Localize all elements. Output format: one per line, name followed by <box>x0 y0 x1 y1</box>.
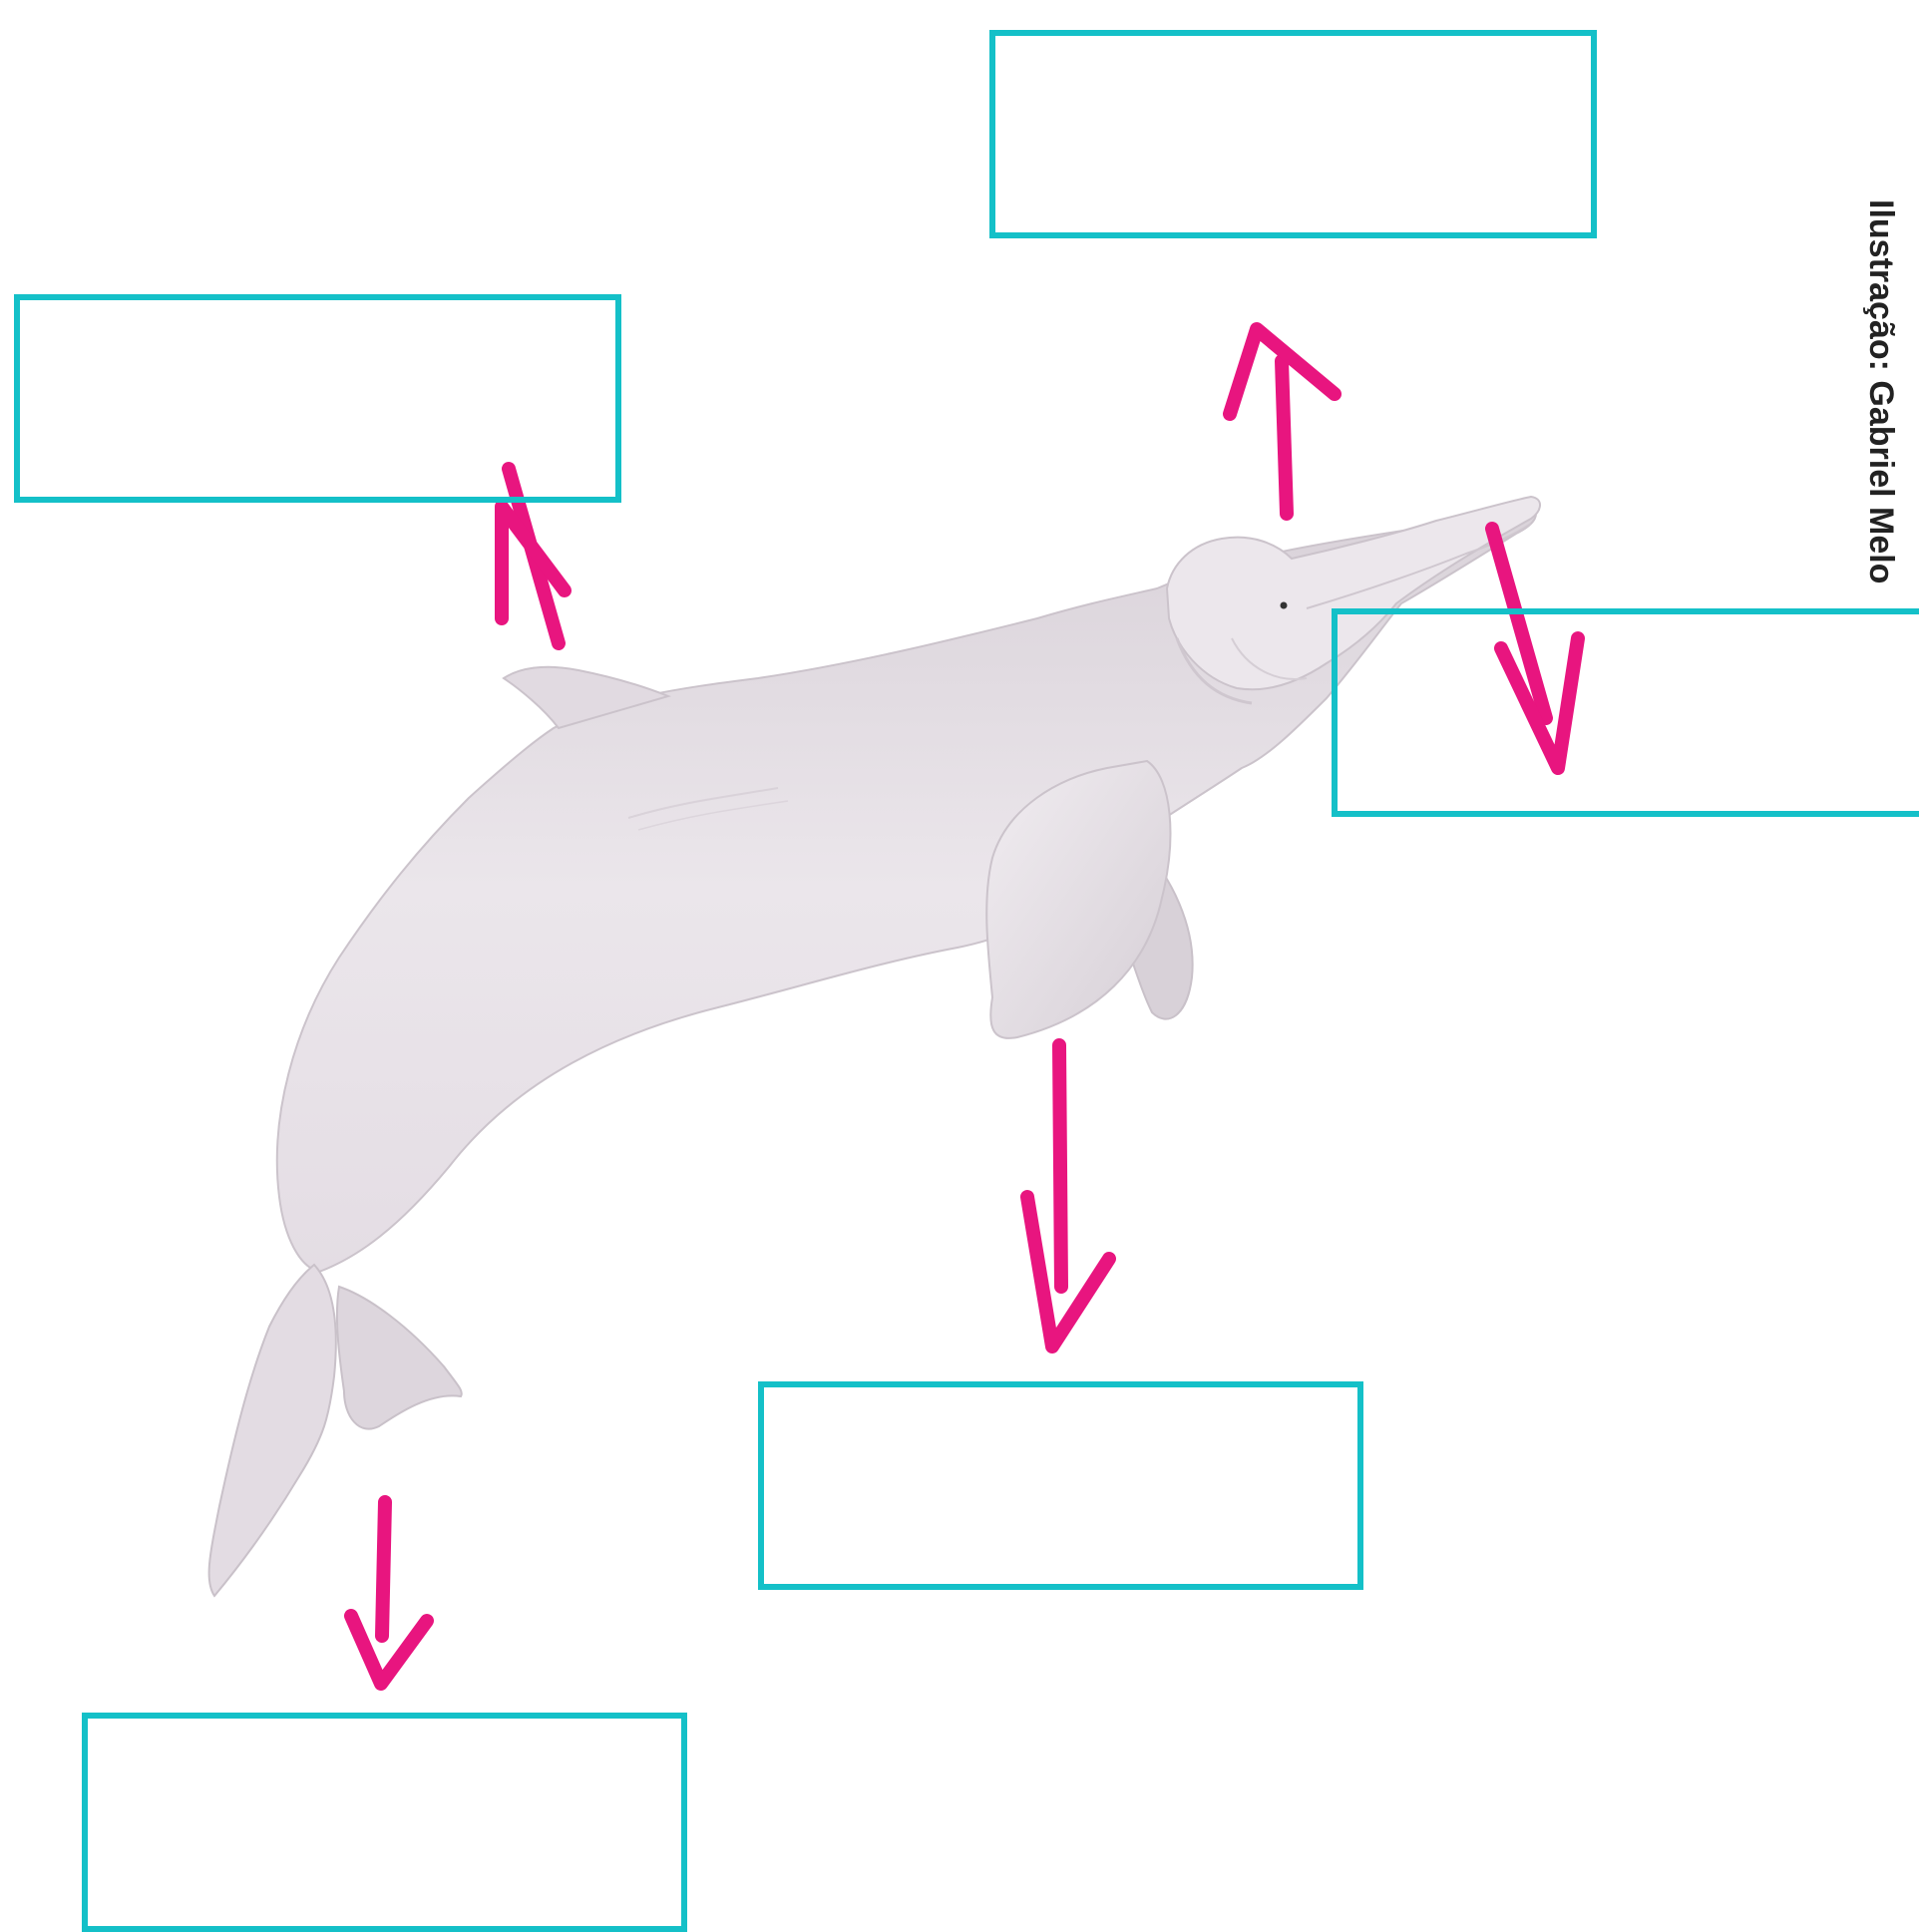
arrow-up-icon <box>1223 322 1342 521</box>
arrow-down-icon <box>1485 522 1585 775</box>
label-box-top[interactable] <box>989 30 1597 238</box>
tail-fluke-front <box>207 1263 337 1598</box>
eye <box>1280 601 1288 609</box>
label-box-right[interactable] <box>1332 608 1919 817</box>
arrow-down-icon <box>344 1495 434 1691</box>
pectoral-fin <box>985 759 1172 1039</box>
tail-fluke-back <box>335 1285 463 1430</box>
arrow-down-icon <box>1020 1038 1116 1353</box>
illustration-credit: Ilustração: Gabriel Melo <box>1862 199 1900 584</box>
label-box-left[interactable] <box>14 294 621 503</box>
label-box-middle[interactable] <box>758 1381 1363 1590</box>
label-box-bottom-left[interactable] <box>82 1713 687 1932</box>
dorsal-fin <box>502 665 672 730</box>
dolphin-illustration <box>207 495 1541 1598</box>
